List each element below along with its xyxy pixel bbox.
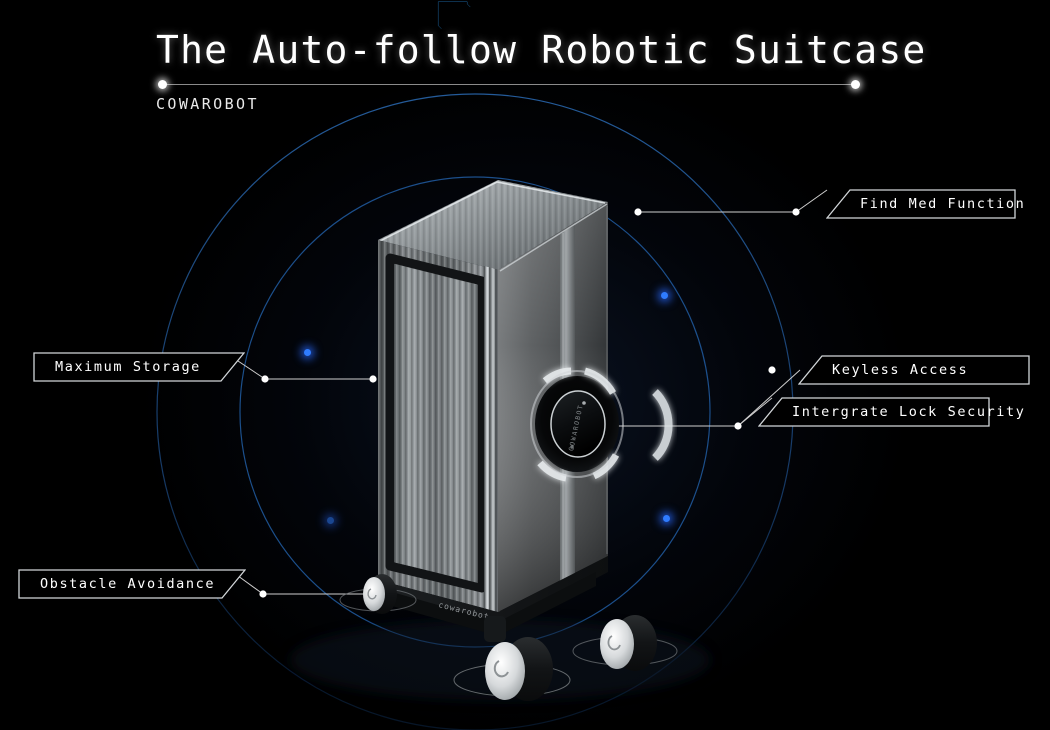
wheel-front-center [453,616,571,701]
callout-label-text: Find Med Function [860,196,1026,212]
suitcase-body: cowarobot [378,180,608,636]
orbit-glow-dot-1 [304,349,311,356]
wheel-stem [484,616,506,642]
callout-maximum-storage[interactable]: Maximum Storage [33,352,245,382]
lock-disc [550,390,606,458]
title-rule [162,84,856,85]
brand-name: COWAROBOT [156,95,259,113]
callout-label-text: Maximum Storage [55,359,201,375]
left-face-inset-frame [385,253,487,593]
title-rule-dot-right [851,80,860,89]
header-bracket-frame [437,1,471,29]
base-foot [392,572,596,636]
title-rule-dot-left [158,80,167,89]
orbit-glow-dot-4 [327,517,334,524]
wheel-rear-right [572,615,678,671]
lock-arc-ring-thin [530,370,624,478]
corner-rib-stack [484,266,500,614]
callout-label-text: Obstacle Avoidance [40,576,216,592]
callout-label-text: Intergrate Lock Security [792,404,1026,420]
orbit-glow-dot-2 [661,292,668,299]
page-title: The Auto-follow Robotic Suitcase [156,28,927,72]
callout-obstacle-avoidance[interactable]: Obstacle Avoidance [18,569,246,599]
lock-detached-arc [652,389,673,461]
callout-label-text: Keyless Access [832,362,969,378]
wheel-rear-left [339,574,417,614]
orbit-glow-dot-3 [663,515,670,522]
lock-assembly: COWAROBOT [530,367,673,482]
callout-keyless-access[interactable]: Keyless Access [798,355,1030,385]
poster-header: The Auto-follow Robotic Suitcase COWAROB… [0,0,1050,140]
wheel-group [339,574,678,701]
callout-find-med-function[interactable]: Find Med Function [826,189,1024,219]
callout-intergrate-lock-security[interactable]: Intergrate Lock Security [758,397,1024,427]
